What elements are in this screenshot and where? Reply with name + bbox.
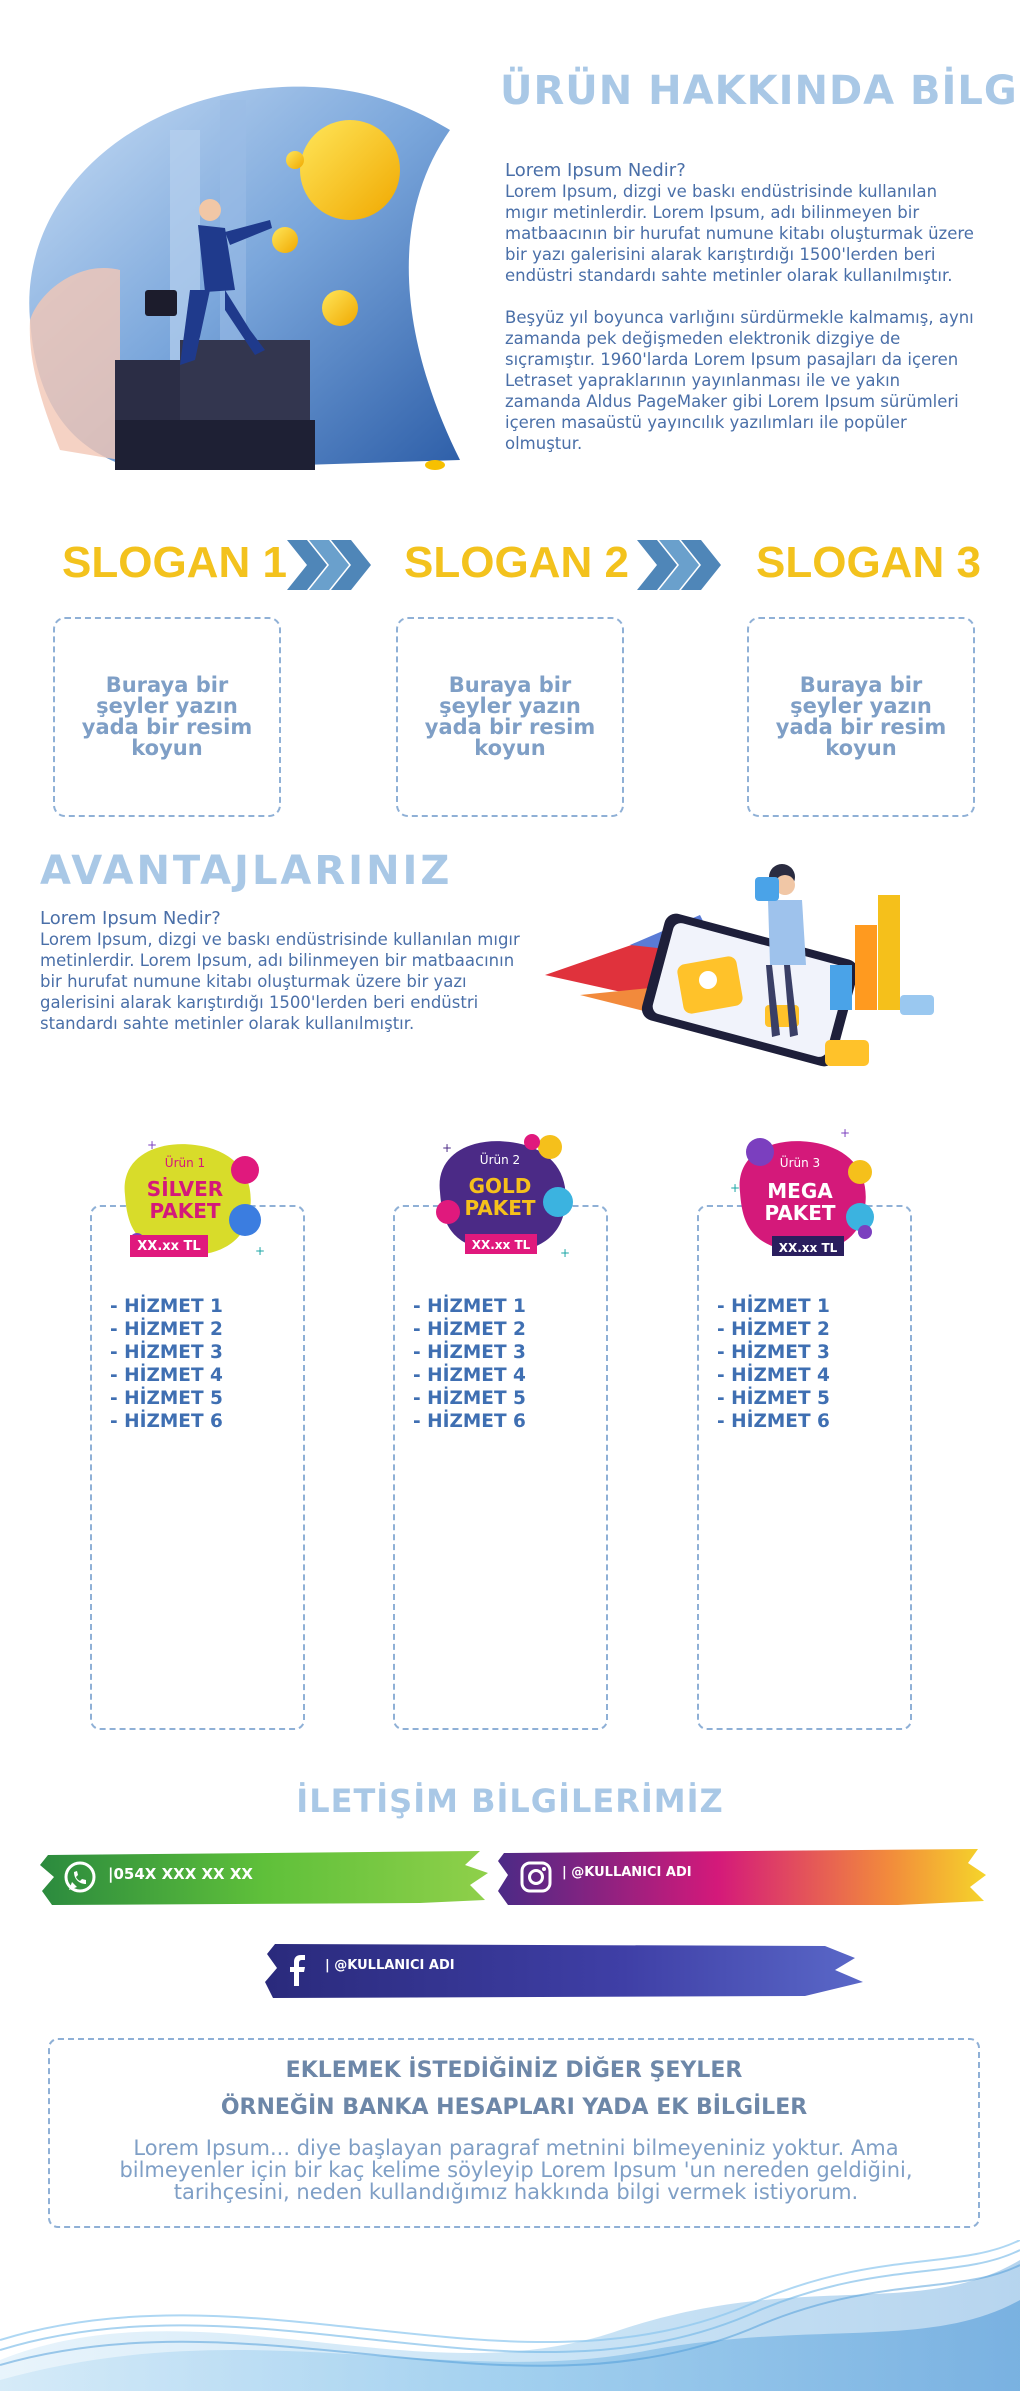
slogan-3-placeholder[interactable]: Buraya bir şeyler yazın yada bir resim k… (747, 617, 975, 817)
package-3-card[interactable] (697, 1205, 912, 1730)
package-1-service: - HİZMET 6 (110, 1411, 223, 1432)
decorative-waves (0, 2240, 1020, 2391)
slogan-2-placeholder[interactable]: Buraya bir şeyler yazın yada bir resim k… (396, 617, 624, 817)
advantages-text: Lorem Ipsum Nedir? Lorem Ipsum, dizgi ve… (40, 908, 540, 1034)
whatsapp-icon (64, 1861, 96, 1893)
instagram-icon (520, 1861, 552, 1893)
chevrons-right-icon (287, 540, 371, 590)
package-2-tag: Ürün 2 (479, 1153, 521, 1167)
instagram-contact[interactable]: | @KULLANICI ADI (498, 1845, 988, 1909)
package-2-service: - HİZMET 2 (413, 1319, 526, 1340)
package-2-name-line2: PAKET (464, 1196, 536, 1220)
package-1-service: - HİZMET 4 (110, 1365, 223, 1386)
hero-paragraph-2: Beşyüz yıl boyunca varlığını sürdürmekle… (505, 308, 974, 453)
package-2-price: XX.xx TL (471, 1238, 531, 1252)
package-3-name-line2: PAKET (764, 1201, 836, 1225)
svg-text:+: + (560, 1246, 570, 1260)
package-3-service: - HİZMET 1 (717, 1296, 830, 1317)
hero-paragraph-1: Lorem Ipsum, dizgi ve baskı endüstrisind… (505, 182, 974, 285)
package-2-service: - HİZMET 6 (413, 1411, 526, 1432)
package-1-service: - HİZMET 2 (110, 1319, 223, 1340)
notes-paragraph: Lorem Ipsum... diye başlayan paragraf me… (119, 2136, 913, 2204)
advantages-title: AVANTAJLARINIZ (40, 848, 453, 894)
slogan-2-title: SLOGAN 2 (404, 538, 629, 587)
slogan-1-placeholder[interactable]: Buraya bir şeyler yazın yada bir resim k… (53, 617, 281, 817)
package-1-service: - HİZMET 3 (110, 1342, 223, 1363)
hero-question: Lorem Ipsum Nedir? (505, 160, 686, 181)
package-3-service: - HİZMET 5 (717, 1388, 830, 1409)
package-2-name: GOLD PAKET (420, 1175, 580, 1219)
package-2-services: - HİZMET 1 - HİZMET 2 - HİZMET 3 - HİZME… (413, 1295, 526, 1433)
contact-title: İLETİŞİM BİLGİLERİMİZ (296, 1782, 724, 1820)
svg-text:+: + (840, 1126, 850, 1140)
package-2-card[interactable] (393, 1205, 608, 1730)
package-1-tag: Ürün 1 (164, 1156, 206, 1170)
package-2-service: - HİZMET 1 (413, 1296, 526, 1317)
notes-heading-1: EKLEMEK İSTEDİĞİNİZ DİĞER ŞEYLER (285, 2058, 743, 2083)
notes-heading-2: ÖRNEĞİN BANKA HESAPLARI YADA EK BİLGİLER (220, 2095, 808, 2120)
facebook-contact[interactable]: | @KULLANICI ADI (265, 1938, 865, 2002)
package-3-name-line1: MEGA (767, 1179, 833, 1203)
whatsapp-contact[interactable]: |054X XXX XX XX (40, 1845, 490, 1909)
hero-title: ÜRÜN HAKKINDA BİLGİ (500, 68, 1020, 114)
package-1-price: XX.xx TL (137, 1239, 201, 1254)
slogan-1-title: SLOGAN 1 (62, 538, 287, 587)
facebook-icon (290, 1955, 305, 1986)
package-1-service: - HİZMET 5 (110, 1388, 223, 1409)
package-2-service: - HİZMET 5 (413, 1388, 526, 1409)
slogan-3-title: SLOGAN 3 (756, 538, 981, 587)
package-1-name-line1: SİLVER (146, 1177, 224, 1201)
blue-brush-stroke (265, 1944, 863, 1998)
hero-illustration (29, 86, 461, 471)
package-1-name: SİLVER PAKET (105, 1178, 265, 1222)
facebook-username: | @KULLANICI ADI (325, 1958, 455, 1973)
package-3-badge: + + (730, 1126, 874, 1256)
package-3-service: - HİZMET 2 (717, 1319, 830, 1340)
package-1-service: - HİZMET 1 (110, 1296, 223, 1317)
package-3-price: XX.xx TL (778, 1241, 838, 1255)
phone-analytics-illustration (545, 864, 934, 1067)
svg-text:+: + (147, 1138, 157, 1152)
package-3-services: - HİZMET 1 - HİZMET 2 - HİZMET 3 - HİZME… (717, 1295, 830, 1433)
package-3-name: MEGA PAKET (720, 1180, 880, 1224)
package-2-name-line1: GOLD (468, 1174, 532, 1198)
notes-box[interactable]: EKLEMEK İSTEDİĞİNİZ DİĞER ŞEYLER ÖRNEĞİN… (48, 2038, 980, 2228)
advantages-question: Lorem Ipsum Nedir? (40, 908, 221, 929)
package-1-services: - HİZMET 1 - HİZMET 2 - HİZMET 3 - HİZME… (110, 1295, 223, 1433)
package-2-service: - HİZMET 4 (413, 1365, 526, 1386)
whatsapp-number: |054X XXX XX XX (108, 1865, 253, 1883)
package-2-service: - HİZMET 3 (413, 1342, 526, 1363)
instagram-username: | @KULLANICI ADI (562, 1865, 692, 1880)
svg-text:+: + (730, 1181, 740, 1195)
advantages-paragraph: Lorem Ipsum, dizgi ve baskı endüstrisind… (40, 930, 520, 1033)
package-3-service: - HİZMET 6 (717, 1411, 830, 1432)
package-1-name-line2: PAKET (149, 1199, 221, 1223)
green-brush-stroke (40, 1851, 488, 1905)
gradient-brush-stroke (498, 1849, 986, 1905)
package-1-badge: + + (124, 1138, 265, 1258)
package-3-tag: Ürün 3 (779, 1156, 821, 1170)
svg-text:+: + (442, 1141, 452, 1155)
package-3-service: - HİZMET 3 (717, 1342, 830, 1363)
package-3-service: - HİZMET 4 (717, 1365, 830, 1386)
hero-text: Lorem Ipsum Nedir? Lorem Ipsum, dizgi ve… (505, 160, 975, 475)
package-2-badge: + + (436, 1134, 573, 1260)
package-1-card[interactable] (90, 1205, 305, 1730)
svg-text:+: + (255, 1244, 265, 1258)
chevrons-right-icon (637, 540, 721, 590)
